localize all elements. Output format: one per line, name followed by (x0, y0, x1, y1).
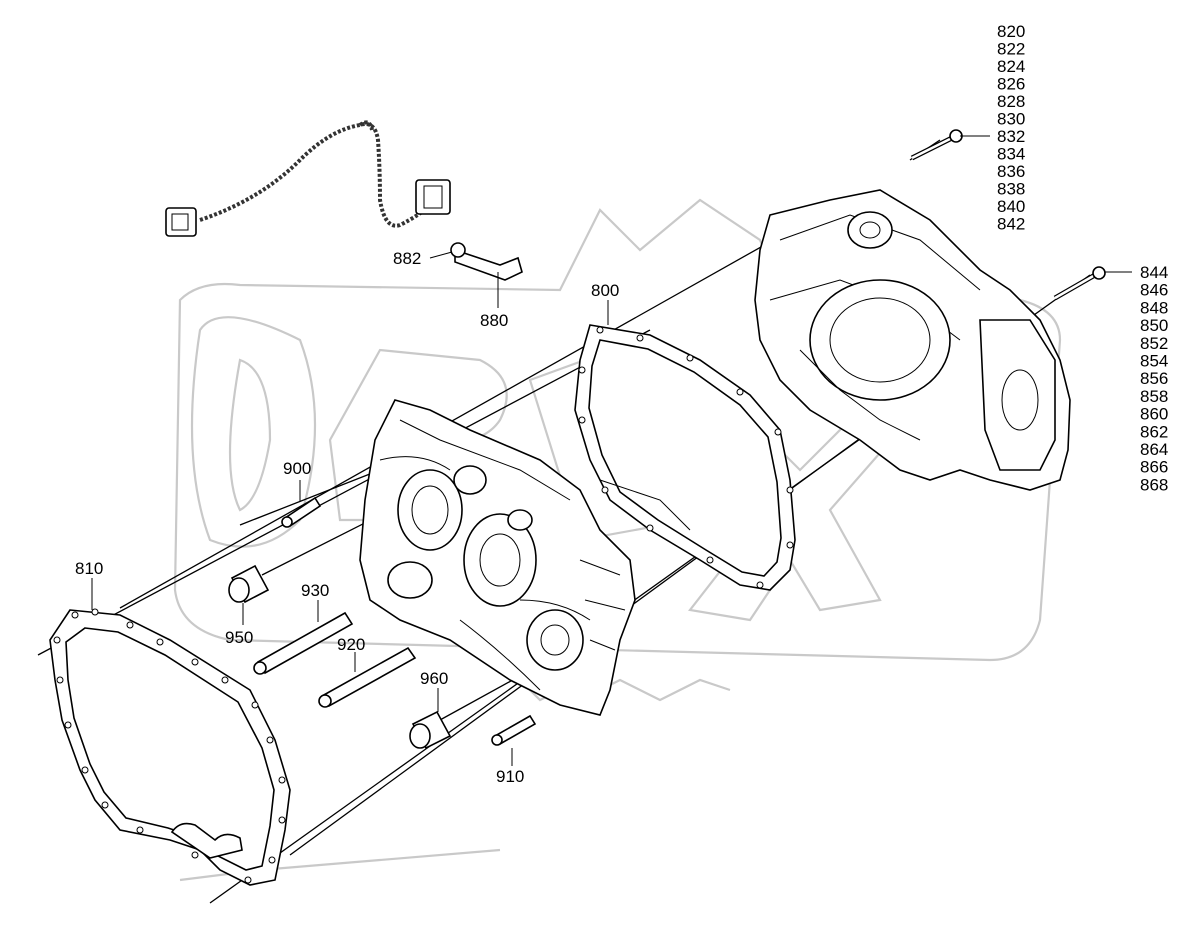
callout-810: 810 (75, 559, 103, 578)
bolt-upper (910, 129, 963, 161)
gasket-810 (49, 608, 291, 886)
bolt-ref-840: 840 (997, 197, 1025, 216)
callout-910: 910 (496, 767, 524, 786)
callout-950: 950 (225, 628, 253, 647)
bolt-ref-860: 860 (1140, 405, 1168, 424)
gasket-800 (574, 324, 796, 591)
callout-900: 900 (283, 459, 311, 478)
callout-labels: 800 810 880 882 900 910 920 930 950 960 (75, 249, 619, 786)
bolt-lower (1053, 266, 1106, 301)
bolt-ref-820: 820 (997, 22, 1025, 41)
bushing-950 (228, 564, 270, 604)
bolt-ref-842: 842 (997, 215, 1025, 234)
bolt-ref-864: 864 (1140, 440, 1168, 459)
center-housing (359, 399, 636, 716)
callout-960: 960 (420, 669, 448, 688)
leader-lines (91, 135, 1132, 766)
callout-920: 920 (337, 635, 365, 654)
bolt-ref-822: 822 (997, 40, 1025, 59)
bolt-ref-838: 838 (997, 180, 1025, 199)
pin-910 (491, 714, 537, 746)
bolt-ref-848: 848 (1140, 298, 1168, 317)
dowel-920 (318, 646, 417, 708)
sensor-harness (165, 120, 523, 281)
callout-882: 882 (393, 249, 421, 268)
bolt-ref-836: 836 (997, 162, 1025, 181)
bolt-ref-852: 852 (1140, 334, 1168, 353)
bolt-ref-830: 830 (997, 110, 1025, 129)
gasket-810-holes (53, 608, 286, 884)
callout-800: 800 (591, 281, 619, 300)
bolt-ref-832: 832 (997, 127, 1025, 146)
bolt-ref-828: 828 (997, 92, 1025, 111)
bolt-ref-844: 844 (1140, 263, 1168, 282)
bushing-960 (409, 710, 452, 750)
callout-880: 880 (480, 311, 508, 330)
bolt-ref-856: 856 (1140, 369, 1168, 388)
rear-housing (754, 189, 1071, 491)
bolt-ref-862: 862 (1140, 422, 1168, 441)
pin-900 (281, 496, 322, 528)
bolt-ref-854: 854 (1140, 352, 1168, 371)
callout-930: 930 (301, 581, 329, 600)
bolt-ref-846: 846 (1140, 281, 1168, 300)
bolt-ref-868: 868 (1140, 475, 1168, 494)
dowel-930 (253, 611, 354, 675)
bolt-ref-866: 866 (1140, 458, 1168, 477)
bolt-ref-850: 850 (1140, 316, 1168, 335)
bolt-ref-826: 826 (997, 75, 1025, 94)
bolt-ref-834: 834 (997, 145, 1025, 164)
bolt-ref-858: 858 (1140, 387, 1168, 406)
bolt-ref-824: 824 (997, 57, 1025, 76)
